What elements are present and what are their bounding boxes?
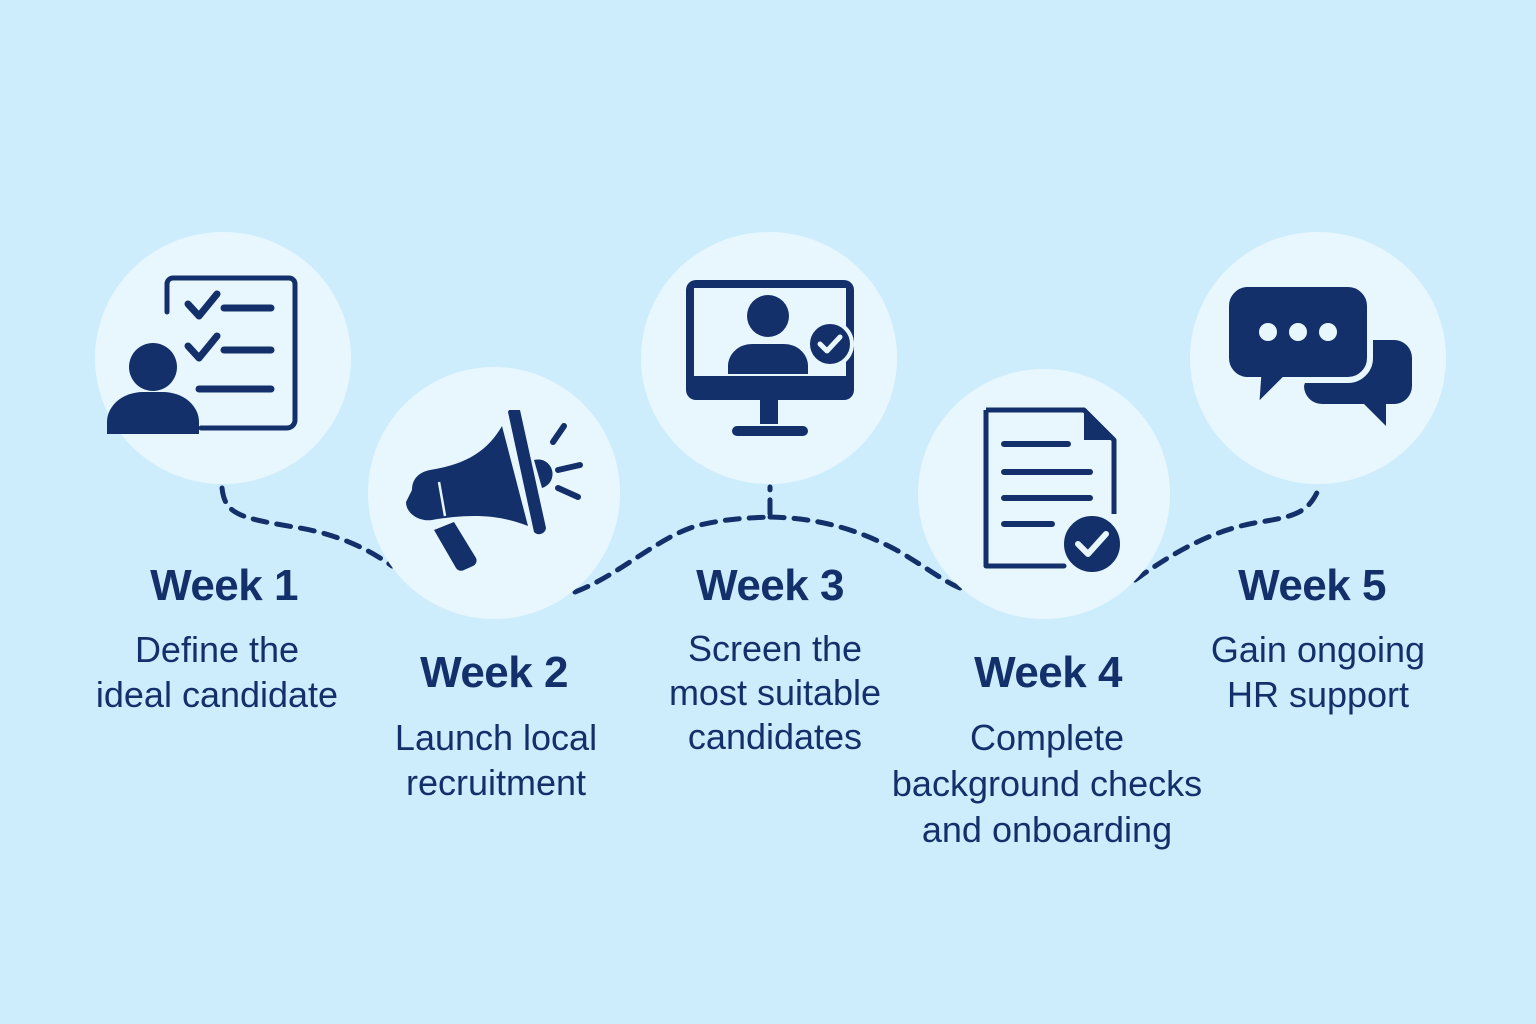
candidate-checklist-icon (107, 275, 298, 434)
chat-bubbles-icon (1226, 282, 1412, 426)
step-4-description: Complete background checks and onboardin… (857, 715, 1237, 853)
step-1-week-label: Week 1 (150, 561, 298, 610)
step-1-description-line: ideal candidate (95, 674, 339, 715)
step-2-description: Launch local recruitment (316, 715, 676, 805)
step-2-week-label: Week 2 (420, 648, 568, 697)
step-3-description-line: candidates (687, 716, 863, 757)
step-3-week-label: Week 3 (696, 561, 844, 610)
step-5-description: Gain ongoing HR support (1138, 627, 1498, 717)
step-3-description: Screen the most suitable candidates (595, 627, 955, 759)
step-1-description: Define the ideal candidate (37, 627, 397, 717)
video-interview-monitor-icon (686, 280, 854, 436)
step-3-description-line: Screen the (687, 628, 863, 669)
step-3-description-line: most suitable (668, 672, 882, 713)
step-2-description-line: Launch local (394, 717, 598, 758)
step-4-description-line: Complete (969, 717, 1125, 758)
step-4-description-line: background checks (891, 763, 1203, 804)
megaphone-icon (406, 410, 583, 571)
document-check-icon (983, 407, 1124, 576)
step-4-week-label: Week 4 (974, 648, 1122, 697)
step-5-description-line: HR support (1226, 674, 1410, 715)
step-1-description-line: Define the (134, 629, 300, 670)
step-4-description-line: and onboarding (921, 809, 1173, 850)
step-2-description-line: recruitment (405, 762, 587, 803)
step-5-week-label: Week 5 (1238, 561, 1386, 610)
step-5-description-line: Gain ongoing (1210, 629, 1426, 670)
